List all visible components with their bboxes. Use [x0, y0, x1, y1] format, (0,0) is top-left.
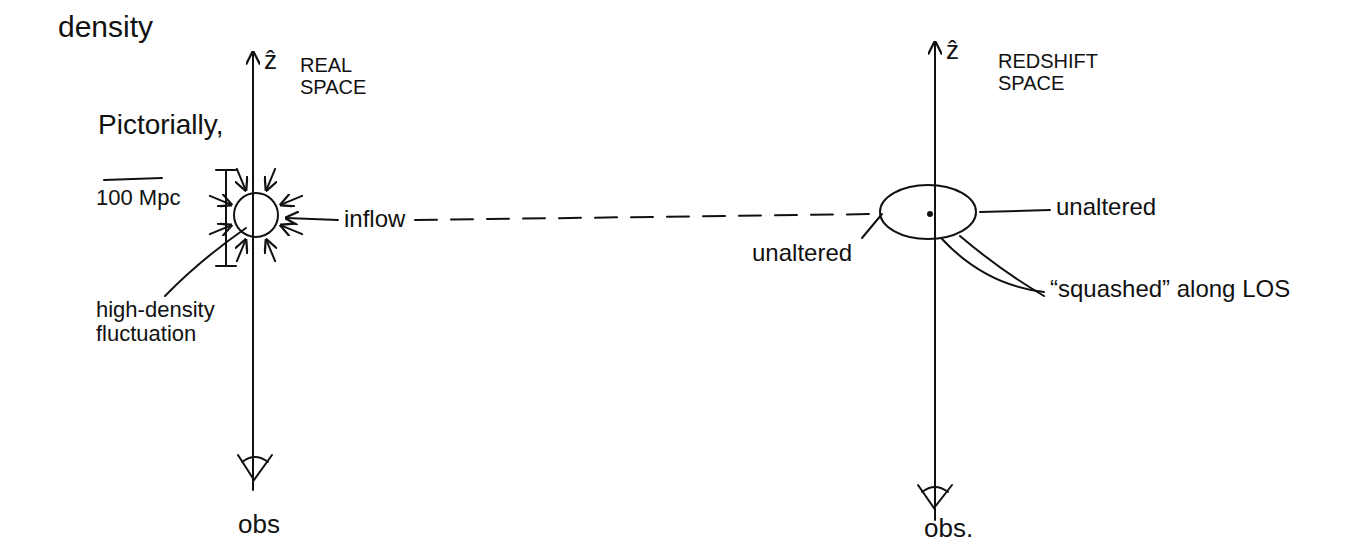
inflow-arrow [281, 196, 302, 205]
inflow-arrow [210, 225, 231, 234]
annotation: unaltered [752, 240, 852, 266]
axis-label: ẑ [264, 46, 277, 75]
leader-line [286, 218, 338, 220]
observer-label: obs [238, 510, 280, 539]
axis-label: ẑ [946, 36, 959, 65]
inflow-arrow [266, 169, 275, 190]
z-axis [934, 42, 936, 520]
annotation: high-density fluctuation [96, 298, 246, 346]
inflow-arrow [210, 196, 231, 205]
leader-line [960, 236, 1044, 296]
dashed-link [415, 214, 876, 220]
annotation: unaltered [1056, 194, 1156, 220]
inflow-arrow [281, 225, 302, 234]
leader-line [165, 228, 246, 296]
observer-eye [238, 455, 272, 480]
scale-bar-cap [216, 169, 236, 171]
overdensity-circle [234, 193, 278, 237]
underline [104, 178, 162, 180]
inflow-arrow [266, 240, 275, 261]
annotation: “squashed” along LOS [1050, 276, 1290, 302]
annotation: inflow [344, 206, 405, 232]
scale-bar-cap [216, 265, 236, 267]
observer-label: obs. [924, 514, 973, 543]
heading-fragment: density [58, 10, 153, 43]
scale-label: 100 Mpc [96, 186, 180, 210]
center-dot [928, 212, 932, 216]
inflow-arrow [237, 240, 246, 261]
squashed-ellipse [880, 185, 976, 239]
z-axis [252, 52, 254, 490]
scale-bar [225, 170, 227, 266]
leader-line [980, 210, 1050, 212]
inflow-arrow [237, 169, 246, 190]
leader-line [942, 239, 1044, 292]
panel-title: REAL SPACE [300, 54, 380, 98]
section-label: Pictorially, [98, 110, 224, 141]
leader-line [862, 214, 882, 238]
observer-eye [918, 485, 952, 508]
inflow-arrows [210, 169, 302, 261]
panel-title: REDSHIFT SPACE [998, 50, 1108, 94]
